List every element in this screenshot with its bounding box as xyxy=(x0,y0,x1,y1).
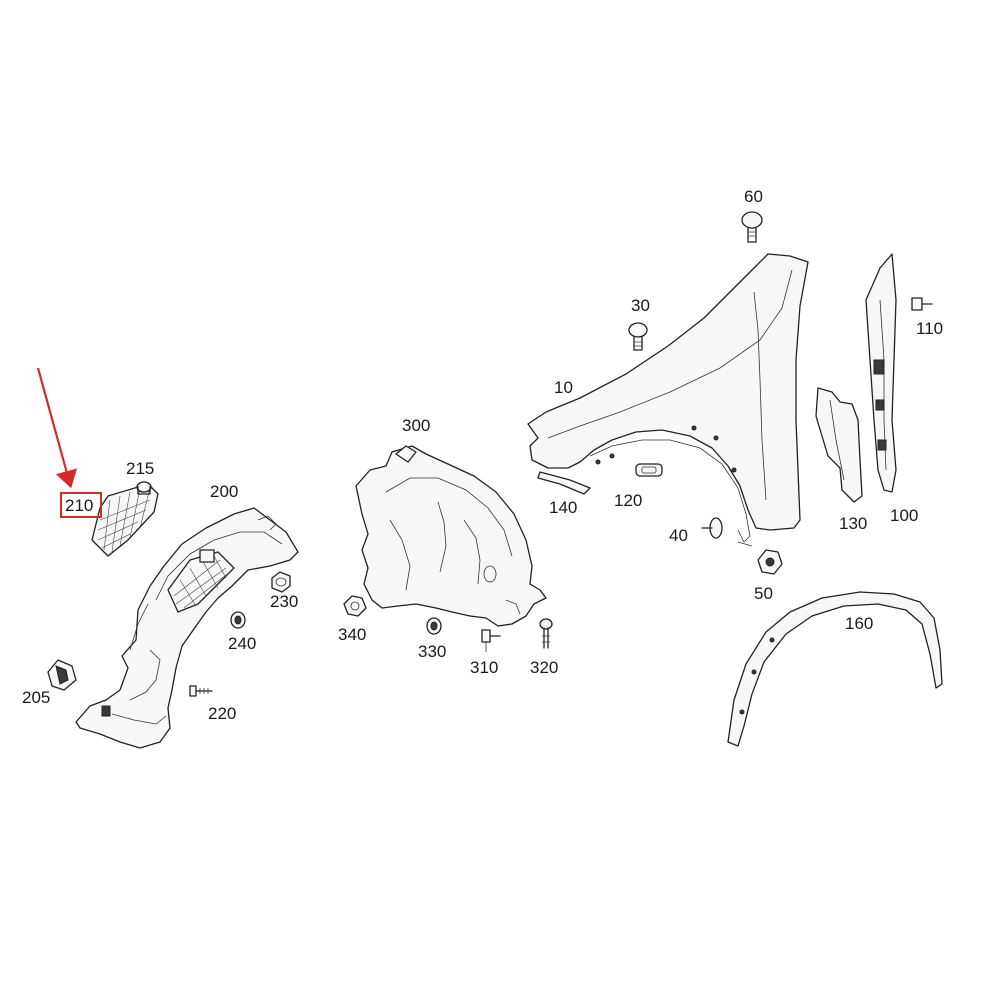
callout-60: 60 xyxy=(744,187,763,206)
callout-215: 215 xyxy=(126,459,155,478)
part-140-strip xyxy=(537,471,591,495)
part-50-nut xyxy=(737,541,783,575)
part-310-screw xyxy=(481,629,501,652)
callout-220: 220 xyxy=(208,704,237,723)
part-120-clip xyxy=(635,463,663,477)
part-110-screw xyxy=(911,297,933,311)
callout-230: 230 xyxy=(270,592,299,611)
callout-210-highlight xyxy=(60,492,102,518)
part-60-bolt xyxy=(741,211,763,243)
callout-330: 330 xyxy=(418,642,447,661)
part-220-screw xyxy=(189,685,213,697)
part-340-nut xyxy=(343,595,367,617)
part-130-seal xyxy=(815,387,863,503)
callout-30: 30 xyxy=(631,296,650,315)
callout-100: 100 xyxy=(890,506,919,525)
part-230-nut xyxy=(271,571,291,593)
callout-10: 10 xyxy=(554,378,573,397)
callout-300: 300 xyxy=(402,416,431,435)
part-205-bracket xyxy=(47,659,77,691)
part-320-rivet xyxy=(539,618,553,649)
part-210-grid-insert xyxy=(91,483,159,557)
part-100-panel xyxy=(865,253,897,493)
callout-310: 310 xyxy=(470,658,499,677)
callout-40: 40 xyxy=(669,526,688,545)
callout-210: 210 xyxy=(65,496,94,515)
callout-130: 130 xyxy=(839,514,868,533)
callout-200: 200 xyxy=(210,482,239,501)
part-240-grommet xyxy=(230,611,246,629)
callout-120: 120 xyxy=(614,491,643,510)
callout-320: 320 xyxy=(530,658,559,677)
part-160-arch-moulding xyxy=(727,591,943,747)
part-330-grommet xyxy=(426,617,442,635)
callout-110: 110 xyxy=(916,319,944,338)
callout-140: 140 xyxy=(549,498,578,517)
callout-50: 50 xyxy=(754,584,773,603)
pointer-arrow xyxy=(36,367,78,489)
callout-160: 160 xyxy=(845,614,874,633)
callout-240: 240 xyxy=(228,634,257,653)
part-215-clip xyxy=(136,481,152,495)
part-200-wheel-arch-liner xyxy=(75,507,299,749)
part-30-bolt xyxy=(628,322,648,351)
part-40-stud xyxy=(701,517,723,539)
callout-205: 205 xyxy=(22,688,51,707)
part-10-fender xyxy=(527,253,809,543)
callout-340: 340 xyxy=(338,625,367,644)
part-300-inner-liner xyxy=(355,445,547,627)
